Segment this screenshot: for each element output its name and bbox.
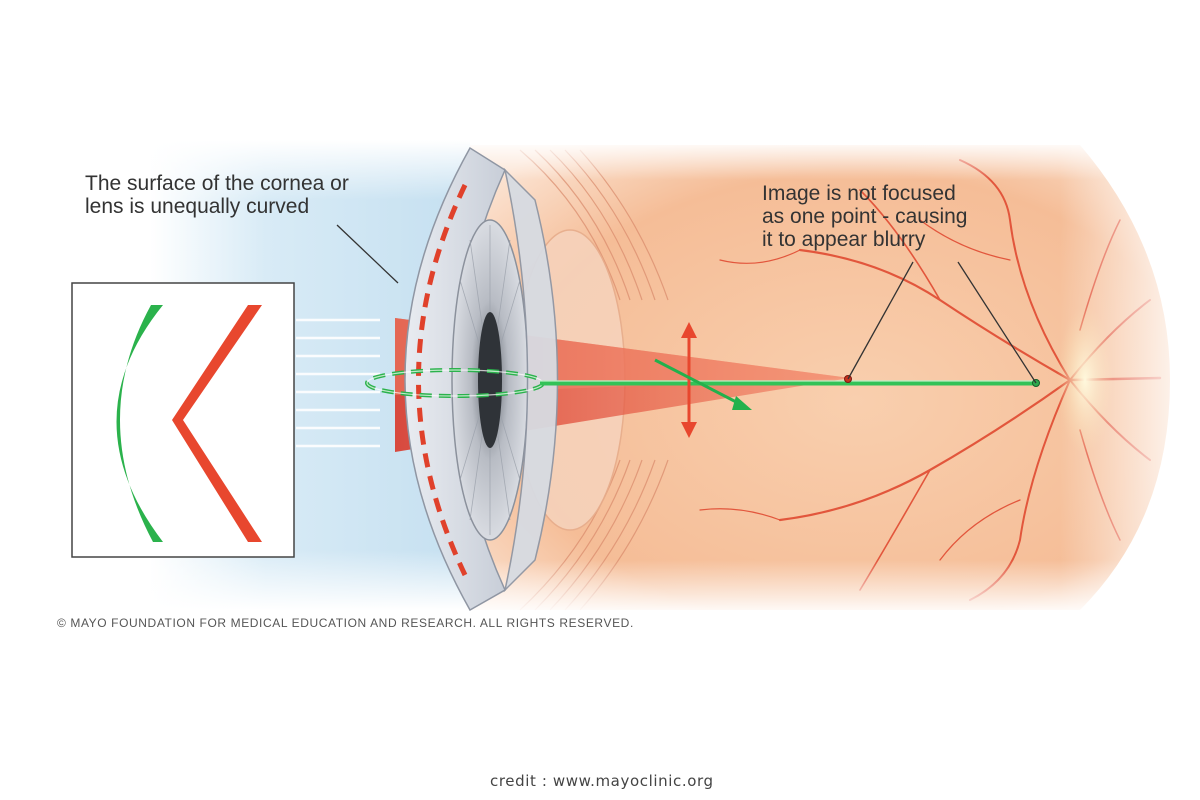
cornea-vertical-curvature	[416, 183, 468, 577]
cornea-label-line-2: lens is unequally curved	[85, 195, 310, 218]
green-diagonal-arrow	[654, 358, 752, 410]
copyright-notice: © MAYO FOUNDATION FOR MEDICAL EDUCATION …	[57, 616, 634, 630]
red-curvature-shape	[172, 305, 262, 542]
pupil	[478, 312, 502, 448]
cornea-label-line-1: The surface of the cornea or	[85, 172, 349, 195]
focus-label: Image is not focused as one point - caus…	[762, 182, 967, 251]
cornea-curvature-label: The surface of the cornea or lens is une…	[85, 172, 349, 218]
incoming-light-rays	[296, 318, 380, 448]
red-vertical-arrow	[681, 322, 697, 438]
focus-label-line-3: it to appear blurry	[762, 228, 926, 251]
focus-label-line-1: Image is not focused	[762, 182, 956, 205]
focus-label-line-2: as one point - causing	[762, 205, 968, 228]
leader-lines	[336, 224, 1037, 384]
image-credit: credit : www.mayoclinic.org	[490, 772, 714, 790]
